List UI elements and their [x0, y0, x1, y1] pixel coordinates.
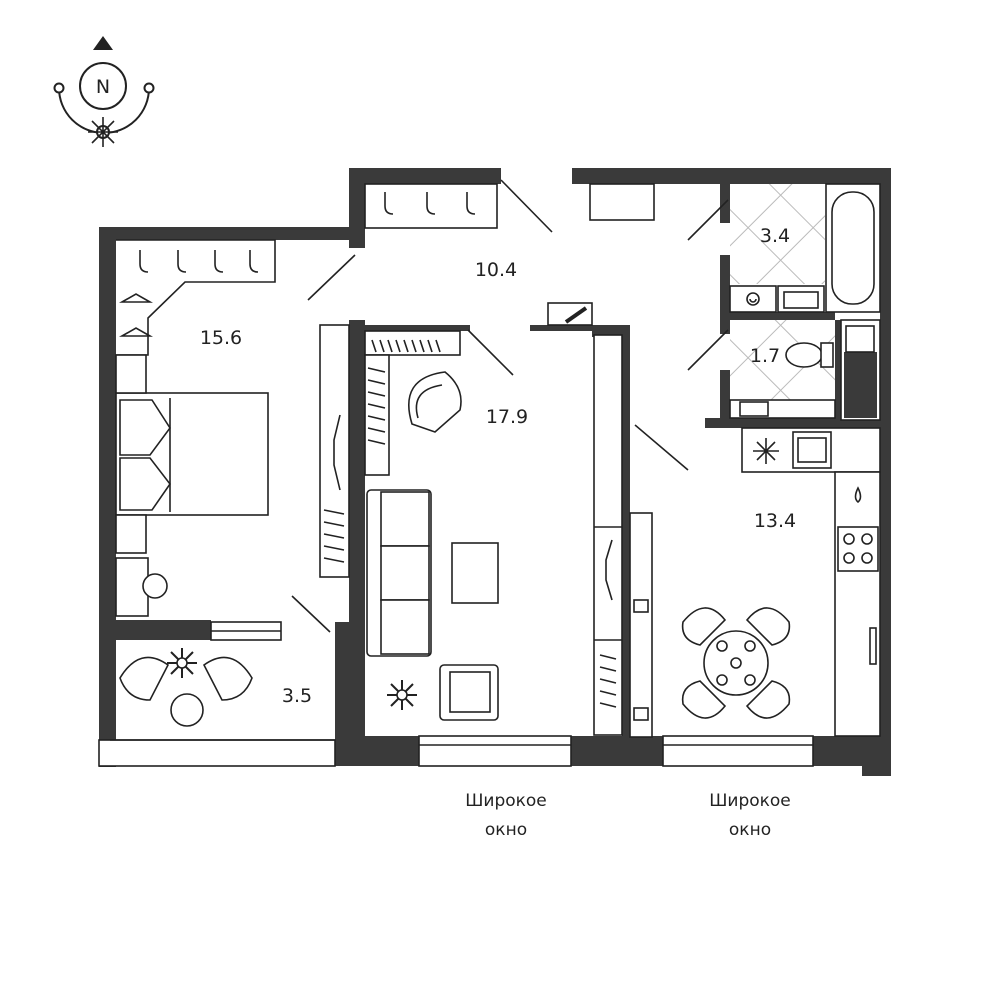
desk: [115, 557, 168, 617]
area-wc: 1.7: [750, 345, 780, 367]
shaft: [840, 319, 881, 421]
windows: [418, 735, 814, 767]
area-bedroom: 15.6: [200, 327, 242, 349]
washing-machine-icon: [746, 292, 760, 306]
shoe-rack: [589, 183, 655, 221]
compass: N: [53, 36, 155, 147]
stove: [837, 526, 879, 572]
balcony-furniture: [119, 648, 253, 727]
wc-sink: [739, 401, 769, 417]
room-labels: 10.4 15.6 17.9 3.4 1.7 13.4 3.5: [200, 225, 796, 707]
bedroom-door: [307, 254, 356, 301]
sunset-icon: [143, 82, 155, 94]
area-hall: 10.4: [475, 259, 517, 281]
sunrise-icon: [53, 82, 65, 94]
hall-wardrobe: [364, 183, 655, 229]
armchair: [408, 371, 462, 433]
bathtub: [825, 183, 881, 313]
balcony-door: [291, 595, 331, 633]
wc-door: [687, 329, 729, 371]
compass-label: N: [96, 76, 110, 98]
window-kitchen: [662, 735, 814, 767]
fridge-handle: [869, 627, 877, 665]
living-shelves: [319, 324, 461, 578]
dining-set: [681, 607, 791, 719]
window-living: [418, 735, 572, 767]
north-arrow-icon: [93, 36, 113, 50]
plant-icon: [167, 648, 197, 678]
area-kitchen: 13.4: [754, 510, 796, 532]
compass-circle: [79, 62, 127, 110]
doors: [291, 179, 729, 633]
armchair-bottom: [439, 664, 499, 721]
window-notes: Широкое окно Широкое окно: [465, 791, 791, 840]
entrance-door: [500, 179, 553, 233]
kitchen-cabinets-left: [593, 334, 653, 738]
toilet: [785, 342, 823, 368]
window-note-2-line2: окно: [729, 820, 771, 840]
water-drop-icon: [854, 486, 862, 504]
snowflake-icon: [753, 438, 779, 464]
wc: [729, 320, 836, 419]
kitchen-counter: [741, 427, 881, 737]
balcony: [98, 621, 336, 767]
coffee-table: [451, 542, 499, 604]
bath-door: [687, 199, 729, 241]
kitchen-door: [634, 424, 689, 471]
window-note-1-line1: Широкое: [465, 791, 547, 811]
dining-table: [703, 630, 769, 696]
area-bath: 3.4: [760, 225, 790, 247]
bed: [115, 354, 269, 554]
bedroom-wardrobe: [116, 239, 276, 356]
plant-icon: [387, 680, 417, 710]
bathroom: [729, 183, 881, 313]
comb-icon: [547, 302, 593, 326]
sofa: [366, 489, 432, 657]
window-note-2-line1: Широкое: [709, 791, 791, 811]
area-living: 17.9: [486, 406, 528, 428]
window-note-1-line2: окно: [485, 820, 527, 840]
sun-icon: [88, 117, 118, 147]
area-balcony: 3.5: [282, 685, 312, 707]
walls: [99, 168, 891, 776]
living-door: [467, 329, 514, 376]
